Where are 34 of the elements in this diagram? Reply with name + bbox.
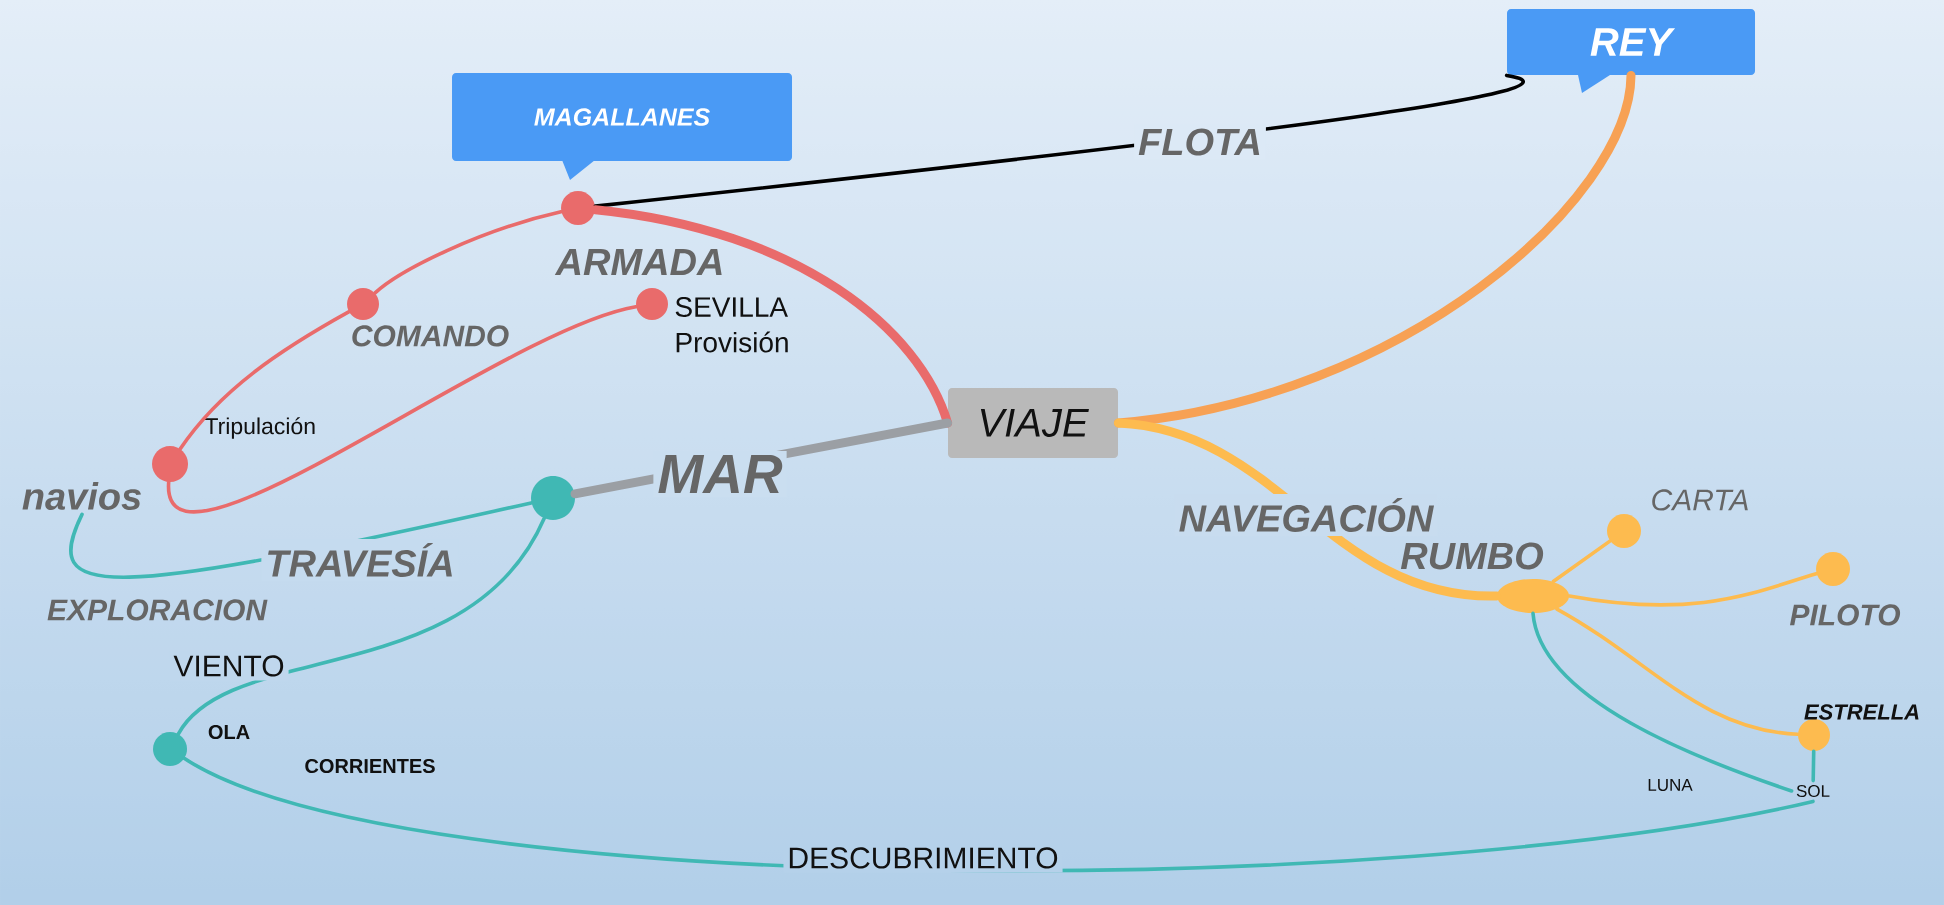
node-label: PILOTO — [1790, 604, 1901, 626]
edge-label: MAR — [653, 451, 787, 497]
connector — [176, 516, 546, 736]
connector — [178, 310, 351, 451]
connector — [1555, 607, 1800, 737]
node-label: ARMADA — [554, 248, 722, 276]
connector — [166, 304, 638, 514]
edge-label: TRAVESÍA — [261, 539, 459, 581]
connector — [1567, 572, 1819, 607]
label: CORRIENTES — [305, 758, 435, 774]
edge-label: FLOTA — [1134, 124, 1266, 160]
label: EXPLORACION — [47, 599, 268, 621]
topic-box: VIAJE — [948, 388, 1118, 458]
node-label: ESTRELLA — [1804, 704, 1919, 720]
topic-text: navios — [22, 482, 141, 510]
node-label: CARTA — [1652, 489, 1748, 511]
node-label: OLA — [208, 724, 250, 740]
node-label: SEVILLA — [675, 297, 788, 317]
connector — [1531, 611, 1794, 793]
connector — [1811, 749, 1816, 783]
edge-label: VIENTO — [169, 651, 289, 681]
callout-box: REY — [1507, 9, 1755, 93]
label: LUNA — [1648, 779, 1693, 791]
connector — [1551, 539, 1612, 584]
node-label: Tripulación — [204, 417, 315, 439]
topic-text: SOL — [1796, 785, 1830, 797]
node-label: COMANDO — [352, 325, 509, 347]
edge-label: DESCUBRIMIENTO — [783, 843, 1063, 873]
dot — [531, 476, 575, 520]
callout-box: MAGALLANES — [452, 73, 792, 180]
connector — [373, 210, 563, 295]
node-label: Provisión — [676, 331, 788, 353]
edge-label: NAVEGACIÓN — [1174, 494, 1438, 536]
node-label: RUMBO — [1400, 542, 1544, 570]
